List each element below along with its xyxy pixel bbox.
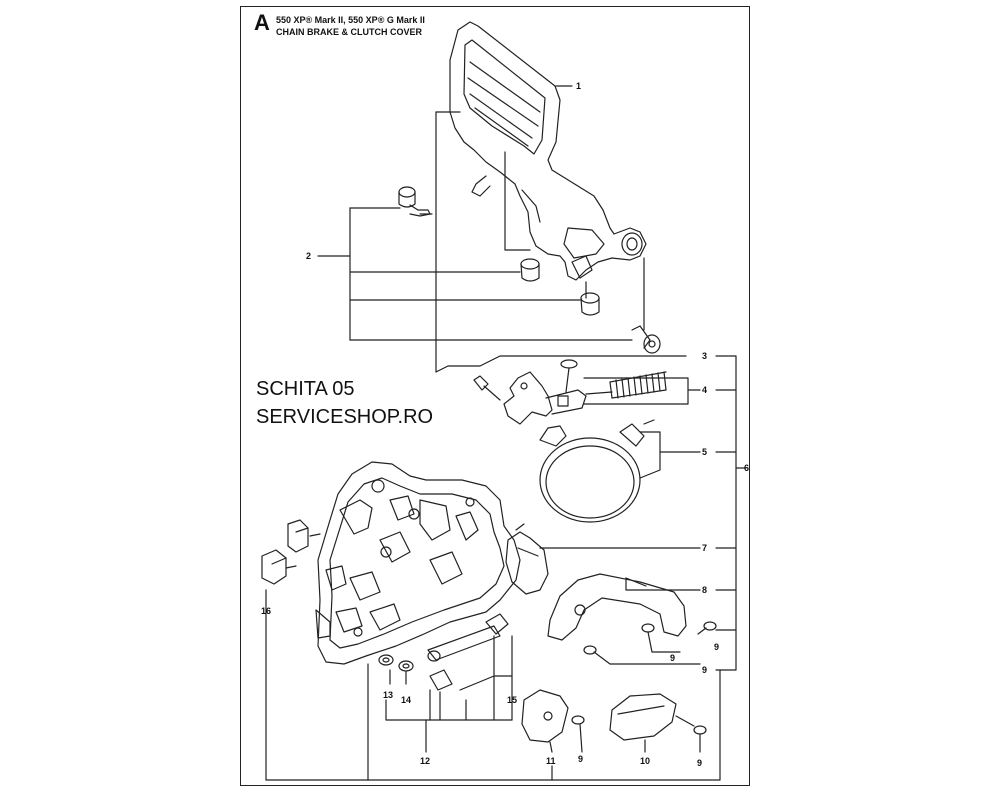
- screw-part-c: [583, 645, 701, 665]
- washer-part-2: [398, 660, 414, 672]
- callout-8: 8: [702, 585, 707, 595]
- callout-3: 3: [702, 351, 707, 361]
- diagram-title: CHAIN BRAKE & CLUTCH COVER: [276, 27, 422, 37]
- callout-9-c: 9: [702, 665, 707, 675]
- catcher-part: [505, 523, 549, 595]
- callout-2-leaders: [317, 207, 633, 341]
- watermark-line-1: SCHITA 05: [256, 378, 355, 400]
- callout-16-bottom-bracket: [265, 589, 721, 781]
- callout-2: 2: [306, 251, 311, 261]
- callout-5-leaders: [639, 431, 701, 479]
- hand-guard-part: [449, 21, 647, 281]
- screw-part-a: [697, 621, 717, 635]
- callout-9-e: 9: [697, 758, 702, 768]
- tensioner-block-part: [485, 613, 509, 635]
- sleeve-part: [429, 669, 453, 691]
- model-title: 550 XP® Mark II, 550 XP® G Mark II: [276, 15, 425, 25]
- callout-16: 16: [261, 606, 271, 616]
- cover-plate-part: [609, 693, 695, 741]
- bushing-part: [520, 258, 540, 282]
- callout-1: 1: [576, 81, 581, 91]
- screw-part-b: [641, 623, 681, 653]
- callout-9-d: 9: [578, 754, 583, 764]
- washer-part: [378, 654, 394, 666]
- callout-10: 10: [640, 756, 650, 766]
- callout-9-b: 9: [670, 653, 675, 663]
- brake-spring-part: [609, 371, 667, 399]
- bar-nut-part-2: [261, 549, 297, 585]
- callout-8-leader: [625, 577, 701, 591]
- callout-11: 11: [546, 756, 556, 766]
- callout-12-15-leaders: [385, 635, 513, 753]
- callout-12: 12: [420, 756, 430, 766]
- callout-9-a: 9: [714, 642, 719, 652]
- clutch-cover-part: [315, 461, 521, 665]
- callout-13: 13: [383, 690, 393, 700]
- callout-6-bracket: [435, 355, 747, 671]
- callout-7: 7: [702, 543, 707, 553]
- callout-15: 15: [507, 695, 517, 705]
- pivot-pin-part: [398, 186, 433, 217]
- callout-11-leader: [549, 741, 553, 753]
- lever-screw-part: [560, 359, 578, 393]
- callout-4-leaders: [583, 377, 701, 405]
- diagram-frame: [240, 6, 750, 786]
- callout-6: 6: [744, 463, 749, 473]
- adjuster-screw-part: [473, 375, 501, 401]
- brake-band-part: [539, 419, 655, 523]
- callout-4: 4: [702, 385, 707, 395]
- callout-14: 14: [401, 695, 411, 705]
- screw-part-e: [693, 725, 707, 753]
- brake-handle-part: [547, 573, 687, 641]
- bushing-part-2: [580, 292, 600, 316]
- bar-nut-part: [287, 519, 321, 553]
- small-cover-part: [521, 689, 569, 743]
- shaft-part: [427, 625, 501, 662]
- section-letter: A: [254, 10, 270, 35]
- callout-5: 5: [702, 447, 707, 457]
- guide-line-bushing: [504, 151, 531, 251]
- watermark-line-2: SERVICESHOP.RO: [256, 406, 434, 428]
- pivot-bolt-part: [631, 325, 661, 354]
- screw-part-d: [571, 715, 585, 753]
- brake-lever-part: [503, 371, 587, 425]
